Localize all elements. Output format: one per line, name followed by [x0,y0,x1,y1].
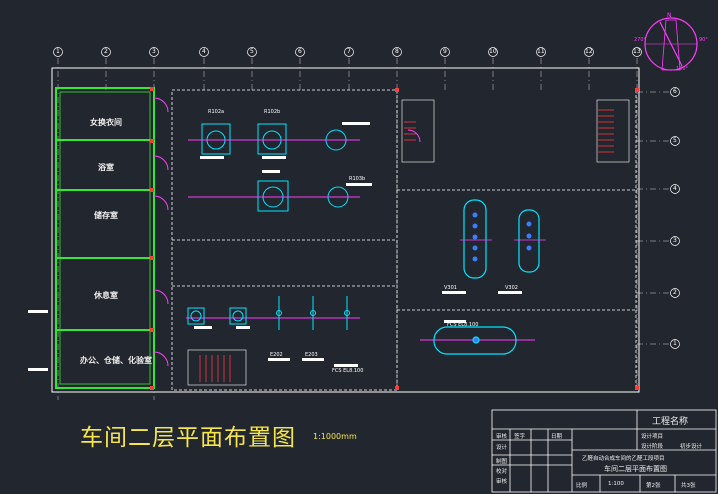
tb-check: 校对 [496,469,508,475]
row-axis-6: 6 [673,88,677,95]
drawing-scale-note: 1:1000mm [313,432,357,441]
left-rooms-walls [55,87,155,389]
tb-design-item: 设计项目 [641,434,664,440]
door-swings [153,97,421,367]
stair-treads [199,109,614,382]
compass-270: 270° [634,37,647,43]
col-axis-9: 9 [443,48,447,55]
tag-r103b: R103b [349,176,366,182]
col-axis-1: 1 [56,48,60,55]
col-axis-12: 12 [585,48,593,55]
drawing-title: 车间二层平面布置图 [80,425,296,451]
staircases [187,99,630,386]
grid-markers [150,87,639,390]
building-outline [51,67,640,393]
tb-design-stage: 初步设计 [680,444,703,450]
tb-project-name: 工程名称 [652,417,689,427]
tb-sheet-no: 第2张 [646,483,661,489]
tag-elev-2: FCS EL8.100 [332,368,364,374]
tb-draw: 制图 [496,459,508,465]
col-axis-2: 2 [104,48,108,55]
tag-elev-1: FCS EL8.100 [447,322,479,328]
tb-scale-label: 比例 [576,483,588,489]
tb-sheet-title: 车间二层平面布置图 [604,465,667,473]
col-axis-11: 11 [537,48,545,55]
row-axis-4: 4 [673,185,677,192]
row-axis-3: 3 [673,237,677,244]
row-axis-lines [637,91,670,345]
compass-180: 180° [676,66,689,72]
col-axis-7: 7 [347,48,351,55]
vertical-vessels [463,199,540,279]
compass-icon [644,17,698,71]
row-axis-2: 2 [673,289,677,296]
tag-e203: E203 [305,352,318,358]
interior-walls [171,89,637,391]
tb-sheet-total: 共3张 [681,483,696,489]
tb-scale-value: 1:100 [608,481,624,487]
room-label-office: 办公、仓储、化验室 [80,356,152,365]
col-axis-8: 8 [395,48,399,55]
tag-bars [28,122,522,371]
tag-e202: E202 [270,352,283,358]
col-axis-10: 10 [489,48,497,55]
tb-date: 日期 [551,434,563,440]
compass-90: 90° [699,37,708,43]
tb-design-stage-label: 设计阶段 [641,444,664,450]
pumps [187,296,350,330]
tag-r102a: R102a [208,109,225,115]
column-axis-bubbles [53,47,642,57]
col-axis-3: 3 [152,48,156,55]
column-axis-lines [57,58,638,400]
row-axis-5: 5 [673,137,677,144]
room-label-bath: 浴室 [98,163,114,172]
room-label-rest: 休息室 [94,291,118,300]
tag-v301: V301 [444,285,457,291]
tb-design: 设计 [496,445,508,451]
room-label-storage: 储存室 [94,211,118,220]
tb-project-desc: 乙醛自动合成车间的乙醛工段项目 [582,456,665,462]
reactors [201,123,349,212]
row-axis-bubbles [670,87,680,349]
tb-review: 审核 [496,434,508,440]
col-axis-6: 6 [298,48,302,55]
tag-v302: V302 [505,285,518,291]
col-axis-4: 4 [202,48,206,55]
tb-sign: 签字 [514,434,526,440]
tag-r102b: R102b [264,109,281,115]
vessel-nozzles [472,212,532,262]
horizontal-vessel [433,326,517,355]
col-axis-5: 5 [250,48,254,55]
compass-north: N [667,12,672,19]
room-label-changing: 女换衣间 [90,118,122,127]
title-block [491,409,717,493]
row-axis-1: 1 [673,340,677,347]
tb-approve: 审核 [496,479,508,485]
col-axis-13: 13 [633,48,641,55]
